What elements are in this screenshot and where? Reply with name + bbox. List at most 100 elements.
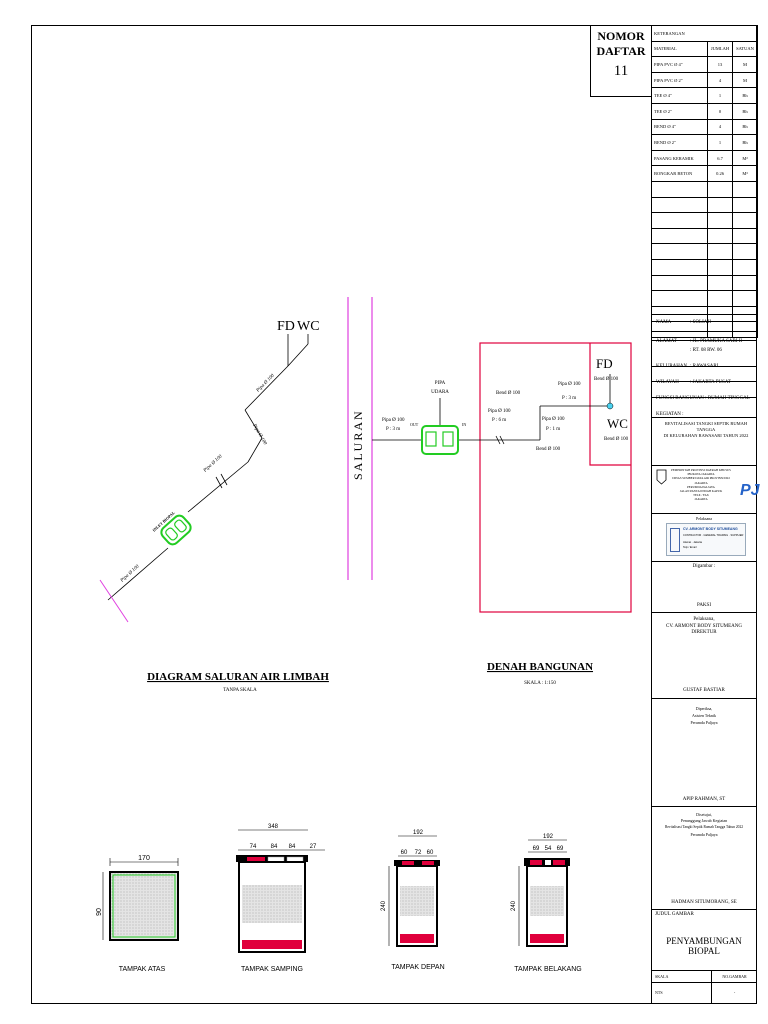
- materials-table: KETERANGAN MATERIAL JUMLAH SATUAN PIPA P…: [650, 25, 759, 338]
- pelaksana-company: CV. ARMONT BODY SITUMEANG: [665, 624, 743, 629]
- skala-value: NTS: [655, 990, 663, 995]
- skala-label: SKALA: [655, 974, 669, 979]
- disetujui-label: Disetujui,: [696, 812, 712, 817]
- drawing-title: PENYAMBUNGAN BIOPAL: [666, 936, 742, 956]
- depan-total: 192: [413, 830, 424, 836]
- owner-info: NAMA: SOLIAH ALAMAT: JL. PRAMUKA SARI II…: [651, 320, 757, 439]
- diagram-subtitle: TANPA SKALA: [223, 688, 257, 693]
- contractor-card-sub: CONTRACTOR · GENERAL TRADING · SUPPLIER: [683, 534, 744, 537]
- table-row: [651, 180, 759, 198]
- in-label: IN: [462, 422, 466, 427]
- paljaya-logo: PJ: [740, 482, 761, 499]
- pipa-short: Pipa Ø 100: [542, 417, 565, 422]
- diagram-isometric: Pipa Ø 100 Pipa Ø 100 Pipa Ø 100 Pipa Ø …: [99, 319, 320, 623]
- pipa-udara-2: UDARA: [431, 390, 449, 395]
- contractor-card-addr-2: Telp / Email: [683, 546, 697, 549]
- kegiatan-line-1: REVITALISASI TANGKI SEPTIK RUMAH TANGGA: [664, 421, 748, 432]
- saluran-label: SALURAN: [351, 409, 365, 480]
- agency-line-6: JAKARTA: [694, 497, 708, 502]
- drawing-frame: [31, 25, 757, 1004]
- room-fdwc: [589, 343, 631, 466]
- register-title-1: NOMOR: [597, 29, 645, 43]
- diperiksa-role-1: Asisten Teknik: [692, 713, 716, 718]
- disetujui-role-1: Penanggung Jawab Kegiatan: [680, 818, 728, 823]
- owner-name: : SOLIAH: [690, 320, 711, 325]
- diperiksa-role-2: Perumda Paljaya: [690, 720, 718, 725]
- plan-subtitle: SKALA : 1:150: [524, 681, 556, 686]
- samping-total: 348: [268, 824, 279, 830]
- samping-d2: 84: [271, 844, 278, 850]
- address-label: ALAMAT: [656, 339, 677, 344]
- agency-line-1: PEMERINTAH PROVINSI DAERAH KHUSUS IBUKOT…: [671, 468, 731, 477]
- belakang-d2: 54: [545, 846, 552, 852]
- atas-label: TAMPAK ATAS: [119, 966, 166, 973]
- digambar-label: Digambar :: [692, 564, 716, 569]
- wilayah-value: : JAKARTA PUSAT: [690, 380, 731, 385]
- address-line-2: : RT. 08 RW. 06: [690, 348, 722, 353]
- depan-d1: 60: [401, 850, 408, 856]
- pelaksana-role: DIREKTUR: [691, 630, 717, 635]
- depan-label: TAMPAK DEPAN: [391, 964, 444, 971]
- iso-tank: [160, 514, 192, 546]
- contractor-card-title: CV. ARMONT BODY SITUMEANG: [683, 527, 738, 531]
- contractor-card: CV. ARMONT BODY SITUMEANG CONTRACTOR · G…: [666, 523, 746, 556]
- pelaksana-label: Pelaksana,: [693, 617, 715, 622]
- agency-block: PEMERINTAH PROVINSI DAERAH KHUSUS IBUKOT…: [667, 468, 735, 502]
- address-line-1: : JL. PRAMUKA SARI II: [690, 339, 743, 344]
- atas-height: 90: [96, 908, 103, 916]
- no-gambar-label: NO.GAMBAR: [722, 974, 747, 979]
- pelaksana-name: GUSTAF BASTIAR: [683, 688, 725, 693]
- iso-label-2: Pipa Ø 100: [202, 454, 224, 474]
- bend-3: Bend Ø 100: [594, 377, 619, 382]
- kegiatan-label: KEGIATAN :: [656, 412, 684, 417]
- tampak-depan: 192 60 72 60 240: [381, 830, 440, 947]
- bend-4: Bend Ø 100: [604, 437, 629, 442]
- table-row: [651, 321, 759, 338]
- plan-tank: [421, 425, 459, 455]
- agency-line-4: JALAN PANTAI INDAH KAPUK: [679, 489, 723, 494]
- belakang-height: 240: [511, 900, 517, 911]
- pipa-left: Pipa Ø 100: [382, 418, 405, 423]
- agency-line-5: TELP. / FAX: [693, 493, 709, 498]
- tampak-samping: 348 74 84 84 27: [236, 824, 325, 953]
- agency-line-2: DINAS SUMBER DAYA AIR PROVINSI DKI JAKAR…: [672, 476, 730, 485]
- iso-label-4: Pipa Ø 100: [255, 373, 276, 394]
- bend-2: Bend Ø 100: [536, 447, 561, 452]
- judul-gambar-label: JUDUL GAMBAR: [655, 912, 694, 917]
- samping-d3: 84: [289, 844, 296, 850]
- samping-d1: 74: [250, 844, 257, 850]
- building-outline: [479, 342, 632, 613]
- depan-height: 240: [381, 900, 387, 911]
- disetujui-role-3: Perumda Paljaya: [690, 832, 718, 837]
- depan-d2: 72: [415, 850, 422, 856]
- disetujui-name: HADMAN SITUMORANG, SE: [671, 900, 737, 905]
- fungsi-bangunan: FUNGSI BANGUNAN : RUMAH TINGGAL: [656, 396, 750, 401]
- iso-fd: FD: [277, 319, 295, 334]
- kegiatan-line-2: DI KELURAHAN RAWASARI TAHUN 2022: [663, 433, 749, 438]
- register-title-2: DAFTAR: [596, 44, 646, 58]
- disetujui-role-2: Revitalisasi Tangki Septik Rumah Tangga …: [664, 825, 744, 829]
- table-row: [651, 305, 759, 323]
- pipa-udara-1: PIPA: [435, 381, 446, 386]
- contractor-card-addr-1: Alamat · Jakarta: [683, 541, 702, 544]
- depan-d3: 60: [427, 850, 434, 856]
- samping-label: TAMPAK SAMPING: [241, 966, 303, 973]
- wilayah-label: WILAYAH: [656, 380, 679, 385]
- belakang-d3: 69: [557, 846, 564, 852]
- dki-logo-shield: [656, 469, 667, 485]
- iso-wc: WC: [297, 319, 320, 334]
- atas-width: 170: [138, 855, 150, 862]
- register-box: NOMOR DAFTAR 11: [590, 25, 651, 97]
- samping-d4: 27: [310, 844, 317, 850]
- pipa-top: Pipa Ø 100: [558, 382, 581, 387]
- diperiksa-label: Diperiksa,: [695, 706, 713, 711]
- wc-outlet-icon: [606, 402, 614, 410]
- pipa-mid-len: P : 6 m: [492, 418, 506, 423]
- contractor-pelaksana-label: Pelaksana: [696, 516, 712, 521]
- tampak-belakang: 192 69 54 69 240: [511, 834, 570, 947]
